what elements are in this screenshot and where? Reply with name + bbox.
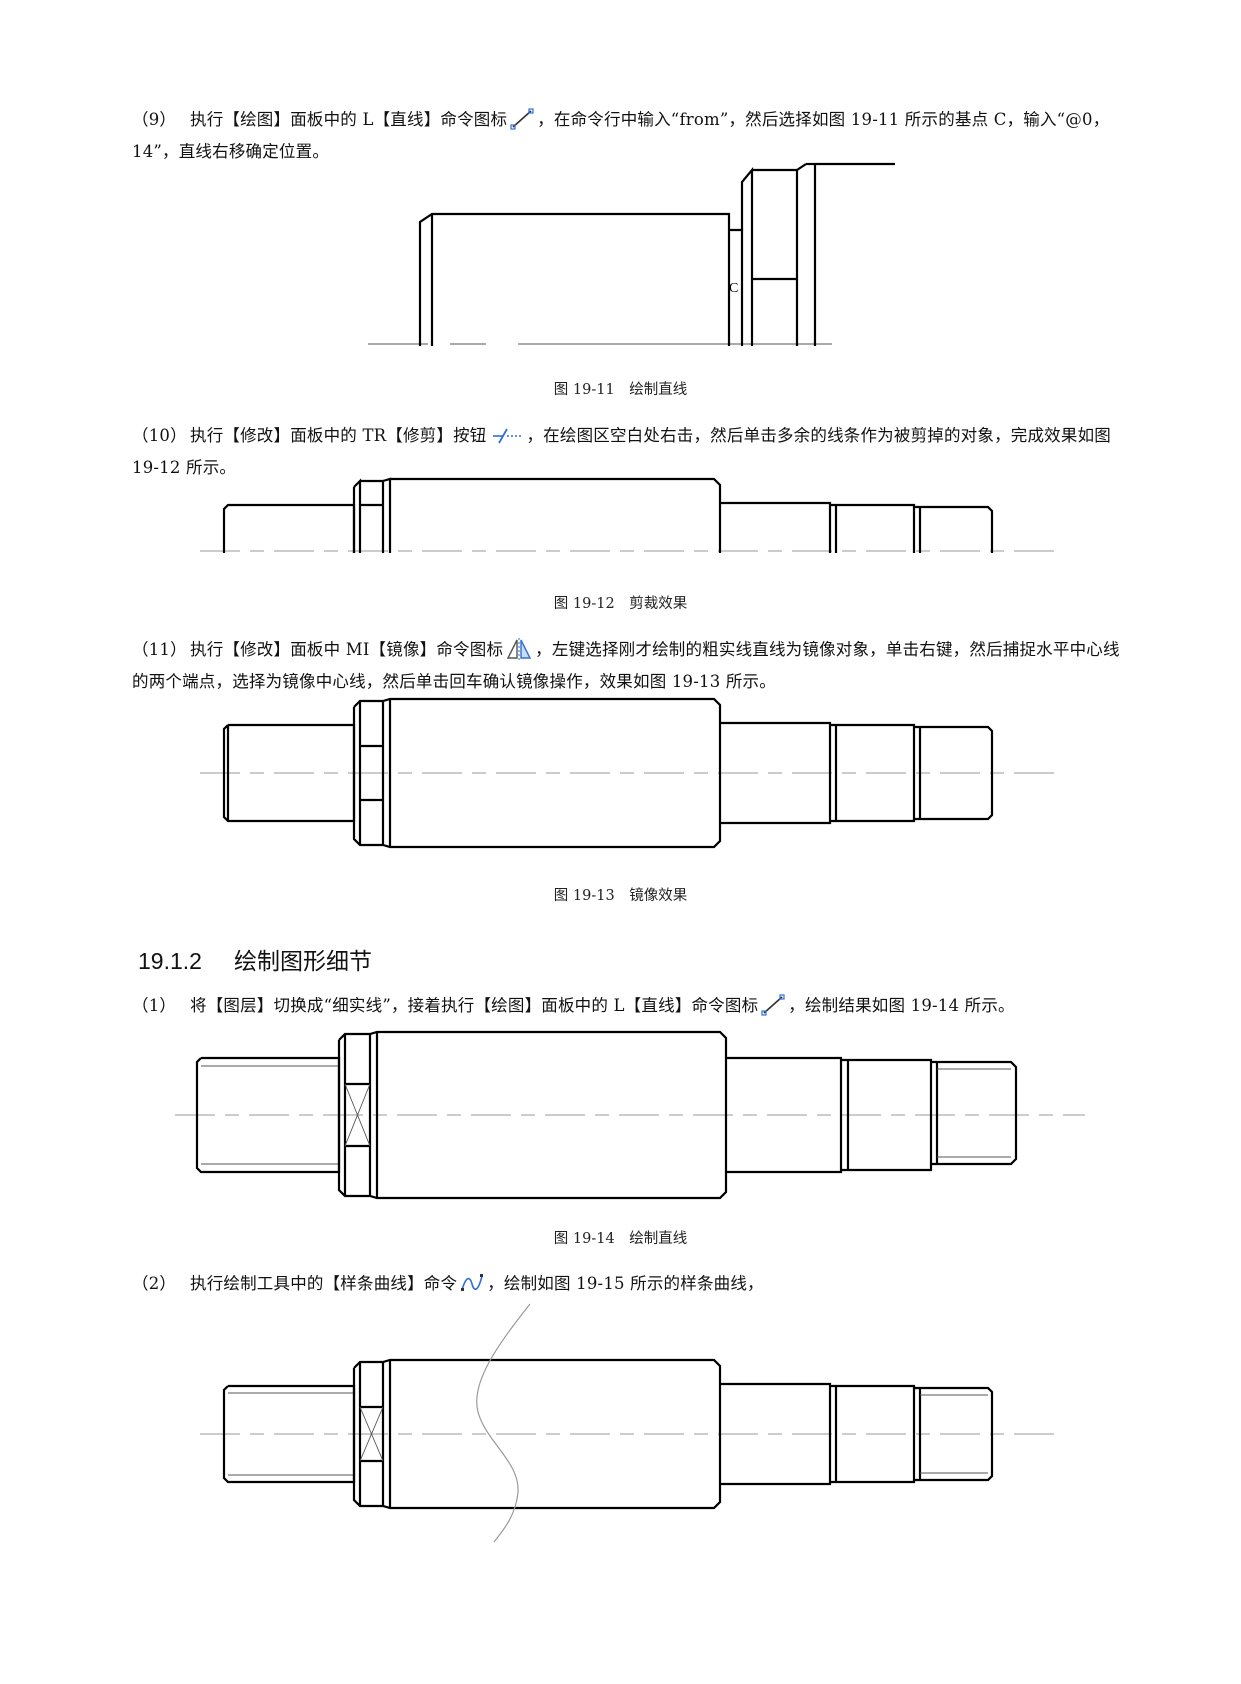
mirror-icon xyxy=(506,638,532,668)
figure-19-11-drawing: C xyxy=(368,162,895,346)
figure-19-14-drawing xyxy=(175,1030,1085,1200)
section-heading: 19.1.2 绘制图形细节 xyxy=(138,942,372,976)
step-text: 执行【修改】面板中 MI【镜像】命令图标 xyxy=(190,640,504,659)
step-number: （1） xyxy=(132,996,177,1015)
figure-caption: 图 19-14 绘制直线 xyxy=(553,1231,688,1247)
step-text: ，左键选择刚才绘制的粗实线直线为镜像对象，单击右键，然后捕捉水平中心线的两个端点… xyxy=(132,640,1120,691)
base-point-label: C xyxy=(729,281,738,296)
step-text: 执行【绘图】面板中的 L【直线】命令图标 xyxy=(190,110,508,129)
step-9-paragraph: （9） 执行【绘图】面板中的 L【直线】命令图标，在命令行中输入“from”，然后… xyxy=(132,106,1122,165)
step-10-paragraph: （10）执行【修改】面板中的 TR【修剪】按钮，在绘图区空白处右击，然后单击多余… xyxy=(132,422,1122,481)
step-2-paragraph: （2） 执行绘制工具中的【样条曲线】命令 ，绘制如图 19-15 所示的样条曲线， xyxy=(132,1270,1122,1302)
line-icon xyxy=(510,108,534,138)
spline-curve xyxy=(476,1303,531,1543)
step-text: 将【图层】切换成“细实线”，接着执行【绘图】面板中的 L【直线】命令图标 xyxy=(190,996,759,1015)
figure-19-13-drawing xyxy=(200,697,1060,849)
step-number: （10） xyxy=(132,426,187,445)
spline-icon xyxy=(460,1272,484,1302)
step-text: ，绘制如图 19-15 所示的样条曲线， xyxy=(487,1274,764,1293)
figure-caption: 图 19-12 剪裁效果 xyxy=(553,596,688,612)
figure-19-12-drawing xyxy=(200,477,1060,553)
step-11-paragraph: （11）执行【修改】面板中 MI【镜像】命令图标，左键选择刚才绘制的粗实线直线为… xyxy=(132,636,1122,695)
step-number: （11） xyxy=(132,640,187,659)
step-number: （9） xyxy=(132,110,177,129)
section-number: 19.1.2 xyxy=(138,948,202,974)
step-text: ，在绘图区空白处右击，然后单击多余的线条作为被剪掉的对象，完成效果如图 19-1… xyxy=(132,426,1111,477)
section-title: 绘制图形细节 xyxy=(234,948,372,974)
step-text: ，在命令行中输入“from”，然后选择如图 19-11 所示的基点 C，输入“@… xyxy=(132,110,1110,161)
step-text: 执行绘制工具中的【样条曲线】命令 xyxy=(190,1274,458,1293)
figure-19-15-drawing xyxy=(200,1303,1060,1543)
step-text: 执行【修改】面板中的 TR【修剪】按钮 xyxy=(190,426,487,445)
step-text: ，绘制结果如图 19-14 所示。 xyxy=(788,996,1015,1015)
step-number: （2） xyxy=(132,1274,177,1293)
figure-caption: 图 19-13 镜像效果 xyxy=(553,888,688,904)
line-icon xyxy=(761,994,785,1024)
figure-caption: 图 19-11 绘制直线 xyxy=(553,382,688,398)
trim-icon xyxy=(489,426,523,454)
step-1-paragraph: （1） 将【图层】切换成“细实线”，接着执行【绘图】面板中的 L【直线】命令图标 ，… xyxy=(132,992,1122,1024)
